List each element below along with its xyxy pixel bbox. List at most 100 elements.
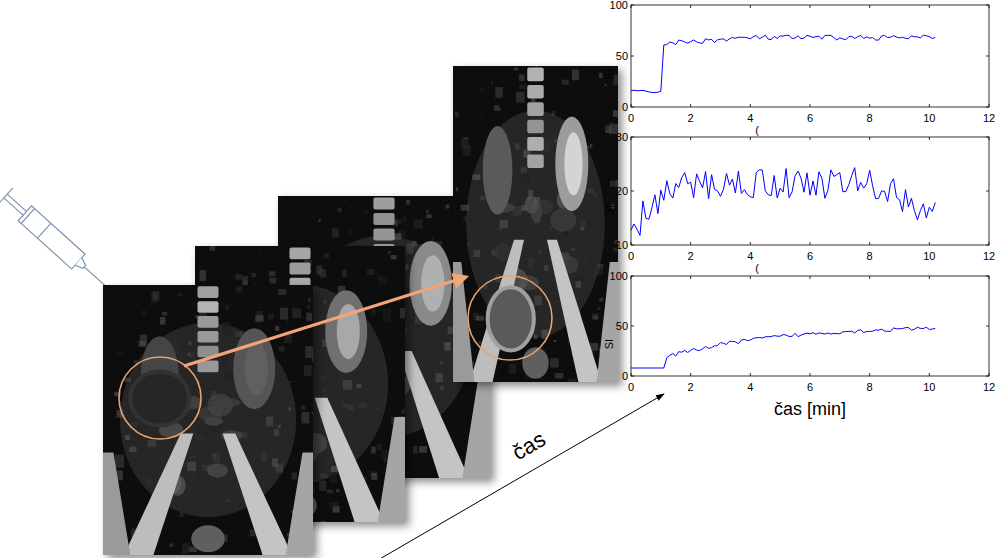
axis-tick — [989, 242, 990, 245]
axis-tick — [690, 104, 691, 107]
mri-texture — [261, 453, 267, 462]
mri-texture — [599, 73, 602, 78]
mri-texture — [446, 204, 450, 208]
mri-texture — [304, 365, 312, 376]
mri-texture — [599, 298, 603, 302]
mri-texture — [604, 84, 606, 87]
mri-texture — [461, 137, 469, 148]
mri-texture — [478, 341, 481, 344]
axis-tick — [986, 326, 989, 327]
mri-texture — [495, 87, 503, 98]
mri-texture — [324, 253, 330, 259]
mri-texture — [371, 315, 374, 317]
mri-texture — [311, 332, 313, 335]
mri-wall — [286, 452, 313, 555]
axis-tick — [631, 5, 634, 6]
mri-texture — [260, 252, 263, 254]
mri-texture — [367, 269, 374, 275]
axis-tick — [989, 104, 990, 107]
mri-texture — [580, 227, 584, 230]
tick-label: 20 — [616, 185, 628, 197]
mri-texture — [188, 353, 190, 356]
mri-texture — [288, 407, 291, 410]
mri-vertebra — [373, 197, 394, 209]
mri-texture — [426, 214, 432, 218]
mri-texture — [499, 220, 507, 228]
mri-texture — [133, 360, 137, 363]
axis-tick — [750, 276, 751, 279]
mri-texture — [336, 489, 340, 492]
mri-texture — [550, 227, 552, 230]
mri-texture — [146, 477, 152, 486]
axis-tick — [986, 56, 989, 57]
mri-texture — [534, 334, 537, 339]
mri-texture — [487, 212, 489, 214]
mri-texture — [503, 115, 505, 118]
axis-tick — [986, 191, 989, 192]
mri-texture — [431, 237, 434, 240]
mri-tissue — [466, 110, 605, 338]
mri-texture — [329, 473, 337, 483]
tick-label: 0 — [628, 112, 634, 124]
mri-texture — [480, 86, 485, 93]
mri-texture — [320, 376, 326, 381]
mri-texture — [312, 412, 313, 414]
tick-label: 2 — [688, 381, 694, 393]
mri-texture — [568, 379, 577, 382]
tick-label: 10 — [923, 250, 935, 262]
mri-texture — [278, 425, 281, 428]
mri-texture — [308, 297, 311, 302]
axis-tick — [690, 5, 691, 8]
axis-tick — [690, 373, 691, 376]
mri-vertebra — [527, 154, 544, 168]
mri-texture — [383, 309, 392, 323]
roi-circle — [468, 276, 552, 360]
mri-texture — [521, 167, 527, 172]
mri-texture — [461, 205, 469, 211]
tick-label: 10 — [923, 381, 935, 393]
mri-texture — [142, 310, 147, 317]
mri-texture — [610, 122, 614, 125]
mri-ground — [103, 285, 313, 555]
mri-texture — [572, 70, 579, 81]
mri-lesion — [488, 287, 534, 350]
mri-texture — [301, 412, 309, 424]
mri-texture — [405, 288, 410, 294]
mri-texture — [312, 358, 313, 361]
mri-texture — [200, 270, 207, 281]
mri-texture — [333, 502, 339, 507]
mri-texture — [301, 405, 305, 409]
axis-tick — [631, 242, 632, 245]
mri-texture — [594, 268, 603, 275]
plot-frame — [631, 276, 989, 376]
mri-texture — [269, 277, 276, 283]
mri-texture — [225, 305, 229, 309]
mri-texture — [323, 389, 326, 391]
mri-texture — [419, 446, 427, 453]
mri-texture — [222, 322, 231, 336]
mri-texture — [474, 250, 481, 257]
mri-texture — [555, 373, 564, 378]
mri-vertebra — [290, 263, 311, 275]
mri-psoas — [315, 398, 384, 522]
mri-texture — [456, 187, 458, 190]
mri-texture — [331, 466, 338, 472]
mri-texture — [329, 501, 333, 507]
mri-texture — [272, 458, 278, 467]
mri-texture — [491, 82, 493, 85]
mri-wall — [103, 452, 130, 555]
mri-texture — [328, 377, 336, 388]
mri-texture — [341, 399, 344, 402]
axis-tick — [929, 242, 930, 245]
mri-slice — [103, 285, 317, 557]
clipped-label: ( — [755, 262, 759, 274]
roi-circle — [119, 357, 201, 439]
mri-texture — [545, 147, 548, 152]
mri-bowel — [207, 463, 228, 477]
axis-tick — [631, 56, 634, 57]
mri-texture — [280, 308, 288, 320]
tick-label: 0 — [622, 370, 628, 382]
mri-texture — [319, 269, 326, 277]
mri-texture — [226, 373, 235, 379]
axis-tick — [929, 5, 930, 8]
